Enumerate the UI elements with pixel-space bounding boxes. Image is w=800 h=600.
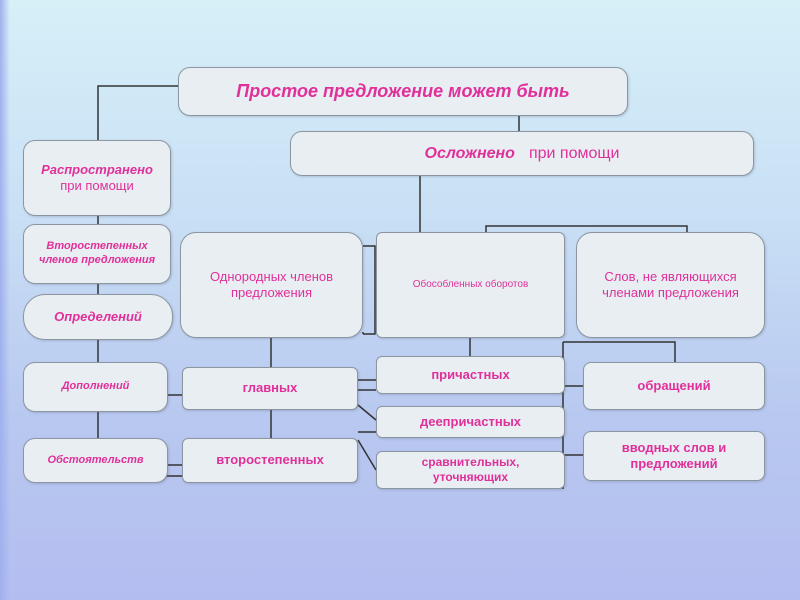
non-members-box: Слов, не являющихся членами предложения <box>576 232 765 338</box>
complicated-header-box: Осложнено при помощи <box>290 131 754 176</box>
isolated-child-comparative: сравнительных, уточняющих <box>376 451 565 489</box>
left-item-secondary-members: Второстепенных членов предложения <box>23 224 171 284</box>
complicated-header-sub: при помощи <box>528 144 620 162</box>
left-edge-band <box>0 0 10 600</box>
left-item-label: Обстоятельств <box>47 453 144 466</box>
homogeneous-child-label: главных <box>242 380 298 396</box>
non-members-child-label: вводных слов и предложений <box>621 439 727 471</box>
left-item-attributes: Определений <box>23 294 173 340</box>
homogeneous-label: Однородных членов предложения <box>209 268 334 300</box>
spread-header-sub: при помощи <box>60 178 134 193</box>
left-item-label: Второстепенных членов предложения <box>38 240 156 266</box>
left-item-label: Дополнений <box>61 380 130 393</box>
non-members-child-introductory: вводных слов и предложений <box>583 431 765 481</box>
non-members-child-address: обращений <box>583 362 765 410</box>
homogeneous-child-label: второстепенных <box>216 452 324 468</box>
title-box: Простое предложение может быть <box>178 67 628 116</box>
title-text: Простое предложение может быть <box>236 81 570 102</box>
isolated-child-participial: причастных <box>376 356 565 394</box>
isolated-label: Обособленных оборотов <box>412 278 529 290</box>
isolated-phrases-box: Обособленных оборотов <box>376 232 565 338</box>
left-item-label: Определений <box>54 308 142 324</box>
left-item-objects: Дополнений <box>23 362 168 412</box>
non-members-label: Слов, не являющихся членами предложения <box>602 268 739 300</box>
spread-header-main: Распространено <box>41 161 153 177</box>
isolated-child-adverbial-participial: деепричастных <box>376 406 565 438</box>
homogeneous-members-box: Однородных членов предложения <box>180 232 363 338</box>
spread-header-box: Распространено при помощи <box>23 140 171 216</box>
left-item-adverbials: Обстоятельств <box>23 438 168 483</box>
isolated-child-label: причастных <box>431 366 510 382</box>
homogeneous-child-secondary: второстепенных <box>182 438 358 483</box>
homogeneous-child-main: главных <box>182 367 358 410</box>
complicated-header-main: Осложнено <box>424 144 515 162</box>
non-members-child-label: обращений <box>637 377 711 393</box>
isolated-child-label: деепричастных <box>419 413 522 429</box>
isolated-child-label: сравнительных, уточняющих <box>421 455 520 484</box>
